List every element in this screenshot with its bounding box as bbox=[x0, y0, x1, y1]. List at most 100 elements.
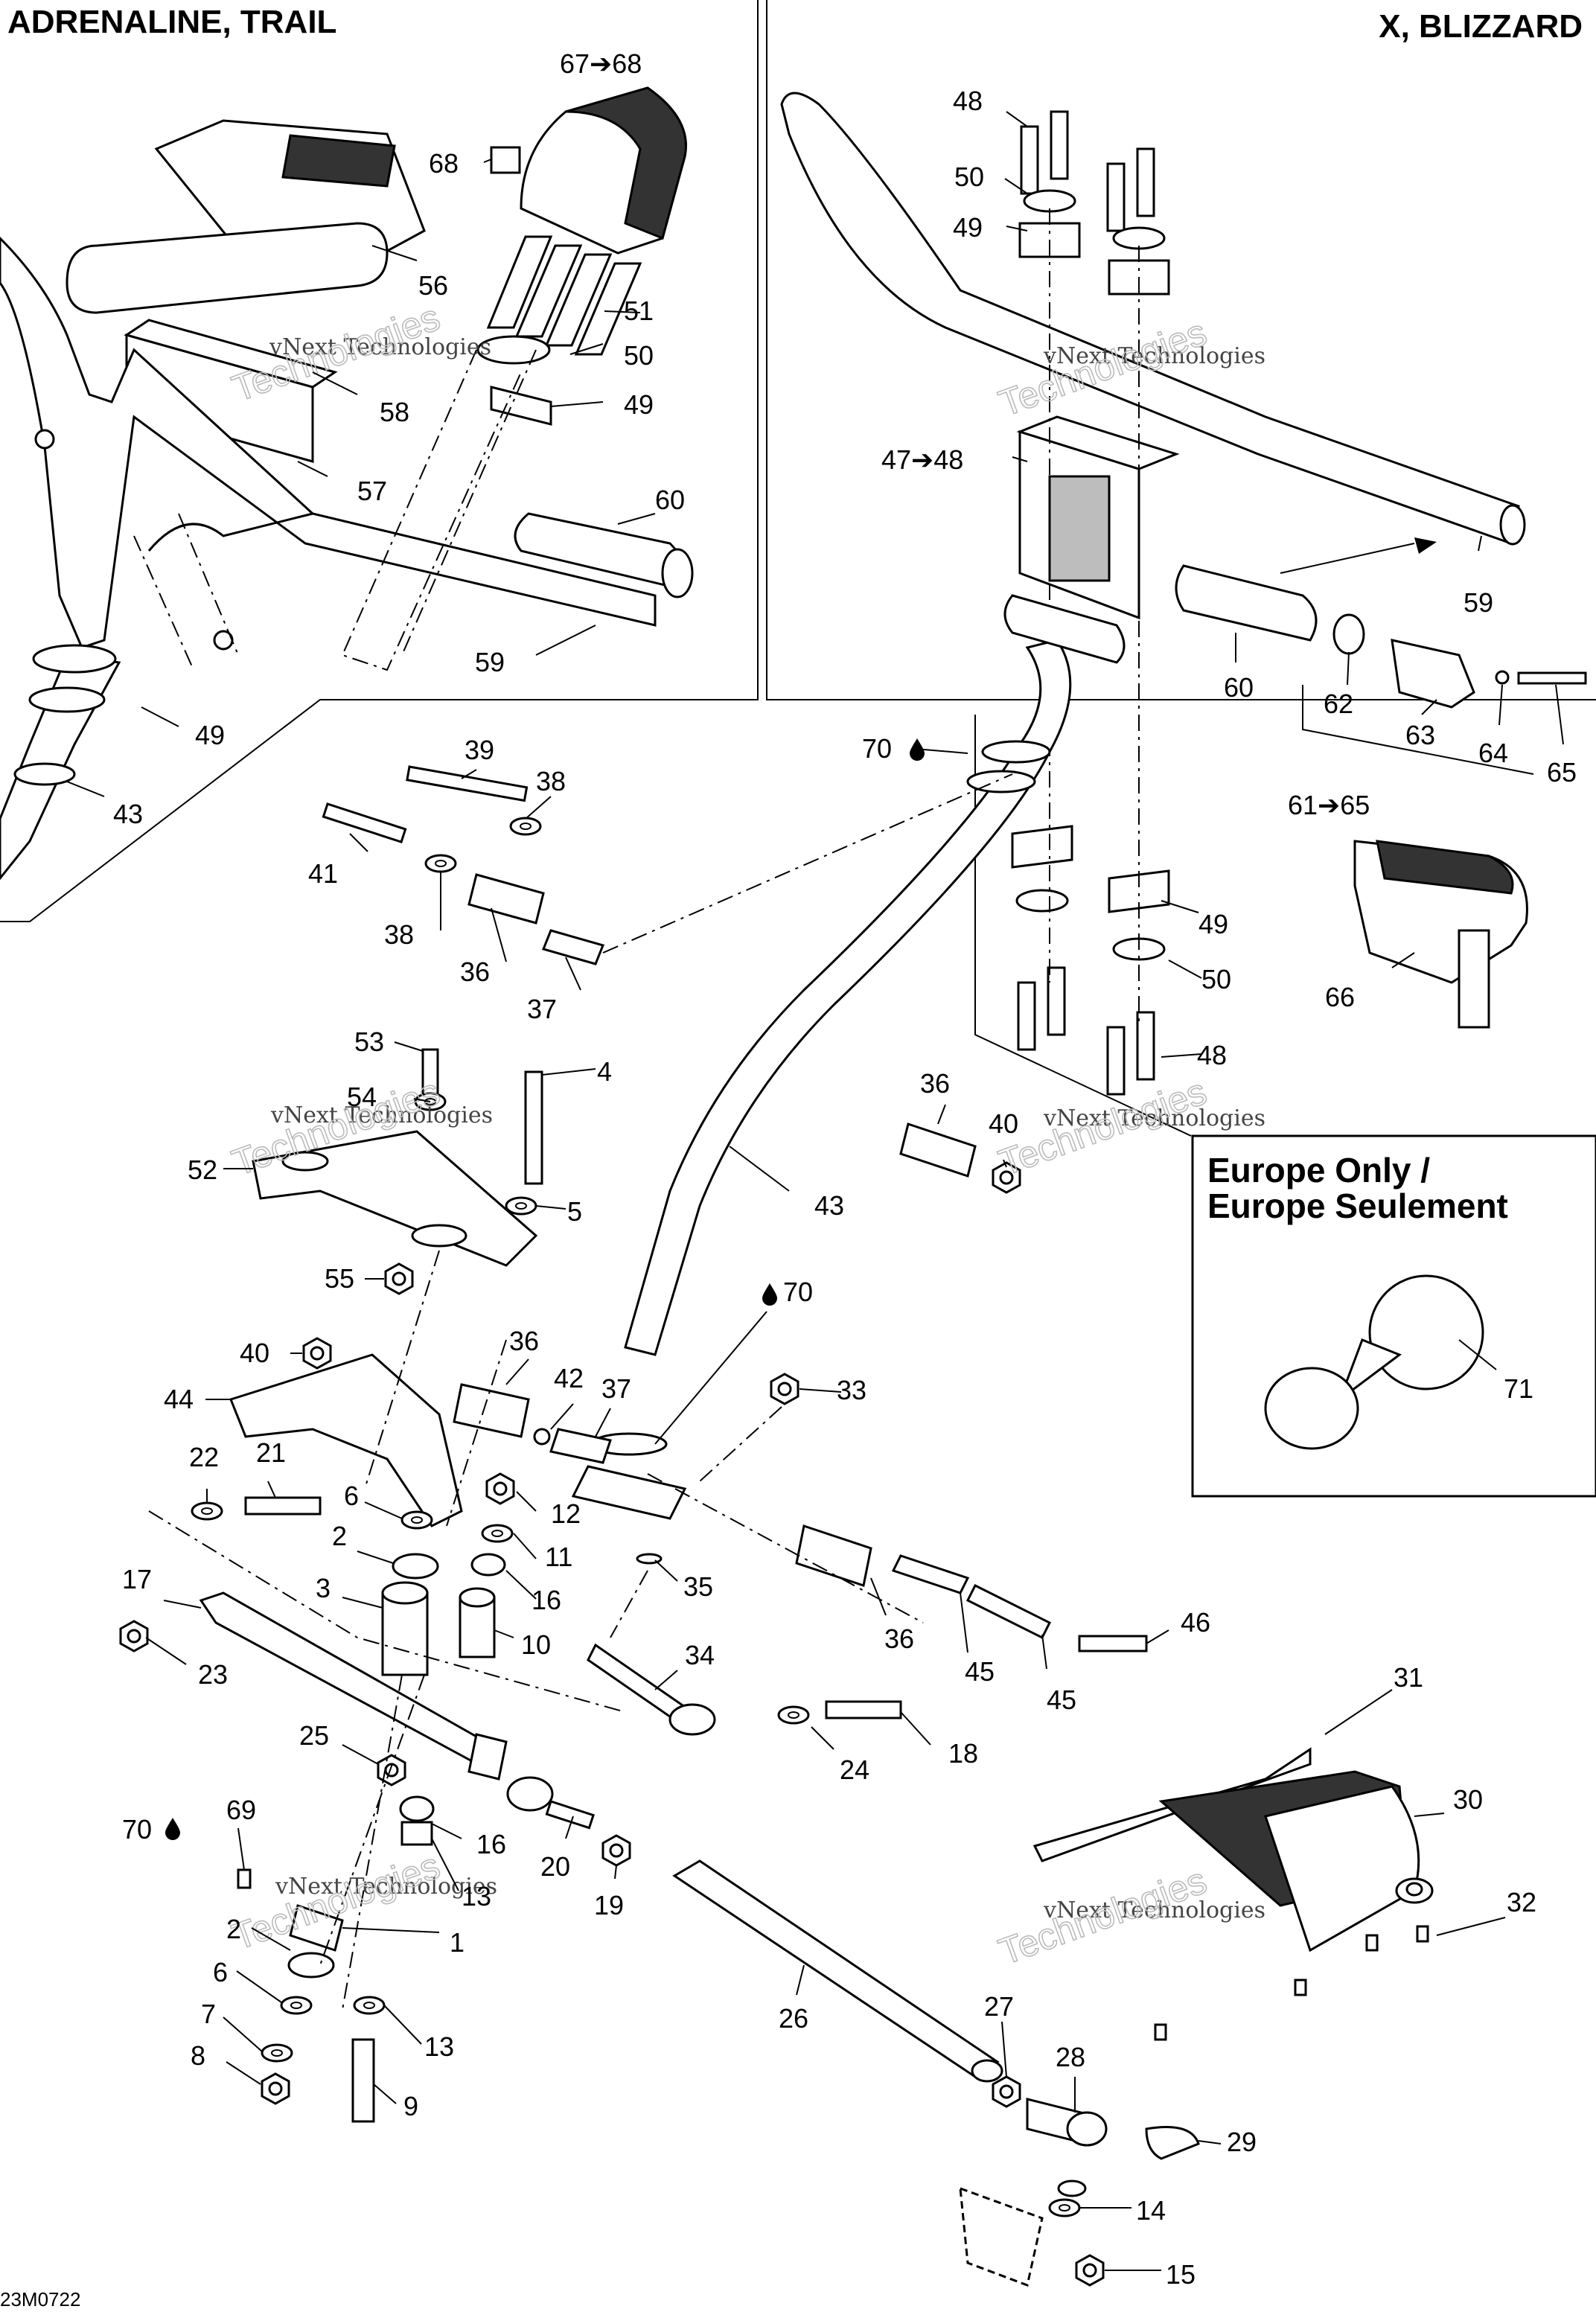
callout-33: 33 bbox=[837, 1375, 866, 1405]
europe-seulement-title: Europe Seulement bbox=[1207, 1187, 1508, 1225]
callout-47-48: 47➔48 bbox=[881, 444, 963, 475]
callout-60-right: 60 bbox=[1224, 672, 1254, 703]
callout-59-right: 59 bbox=[1463, 587, 1493, 618]
part-4-5-bolt bbox=[505, 1070, 543, 1216]
callout-48-top: 48 bbox=[953, 86, 983, 116]
part-59-handlebar-left bbox=[0, 236, 657, 651]
callout-62: 62 bbox=[1324, 689, 1353, 719]
part-53-54-55-fasteners bbox=[384, 1048, 447, 1295]
callout-70-mid: 70 bbox=[783, 1277, 813, 1307]
callout-14: 14 bbox=[1136, 2195, 1166, 2226]
callout-50: 50 bbox=[624, 340, 654, 371]
callout-38-top: 38 bbox=[536, 766, 566, 796]
callout-34: 34 bbox=[685, 1640, 715, 1670]
callout-11: 11 bbox=[545, 1542, 572, 1572]
part-69-70-fitting bbox=[237, 1868, 252, 1889]
callout-57: 57 bbox=[357, 476, 387, 506]
part-29-clip bbox=[1145, 2126, 1200, 2160]
europe-only-title: Europe Only / bbox=[1207, 1151, 1430, 1189]
callout-35: 35 bbox=[683, 1571, 713, 1602]
callout-55: 55 bbox=[325, 1263, 354, 1294]
part-66-hand-guard bbox=[1353, 840, 1528, 1029]
callout-16-lower: 16 bbox=[476, 1829, 506, 1859]
title-x-blizzard: X, BLIZZARD bbox=[1379, 8, 1583, 45]
part-36-37-bushings-top bbox=[467, 773, 1013, 965]
lubricant-drop-icon bbox=[165, 1818, 180, 1840]
callout-6-lower: 6 bbox=[213, 1957, 228, 1987]
right-variant-panel bbox=[766, 0, 1596, 700]
callout-6-upper: 6 bbox=[344, 1481, 359, 1511]
part-62-63-64-65-throttle-block bbox=[1332, 613, 1587, 709]
callout-26: 26 bbox=[779, 2003, 808, 2034]
watermark-text: vNext Technologies bbox=[269, 334, 491, 360]
callout-24: 24 bbox=[840, 1754, 869, 1785]
callout-37-mid: 37 bbox=[601, 1373, 631, 1404]
callout-58: 58 bbox=[380, 397, 409, 427]
callout-29: 29 bbox=[1227, 2127, 1257, 2157]
lubricant-drop-icon bbox=[762, 1283, 777, 1306]
callout-19: 19 bbox=[594, 1890, 624, 1920]
callout-51: 51 bbox=[624, 296, 654, 326]
part-68-clip bbox=[490, 146, 521, 174]
callout-48-bottom: 48 bbox=[1197, 1040, 1227, 1070]
callout-40-left: 40 bbox=[240, 1338, 269, 1368]
callout-27: 27 bbox=[984, 1991, 1014, 2022]
watermark-text: vNext Technologies bbox=[1043, 343, 1265, 369]
callout-13-lower: 13 bbox=[424, 2031, 454, 2062]
part-27-28-tie-rod-end bbox=[992, 2075, 1108, 2197]
leader-lines bbox=[66, 111, 1564, 2271]
part-49-50-clamps-bottom bbox=[1011, 825, 1170, 1096]
callout-38-bottom: 38 bbox=[384, 919, 414, 950]
callout-59: 59 bbox=[475, 647, 505, 677]
callout-49-top: 49 bbox=[953, 212, 983, 243]
part-31-30-32-boot bbox=[1032, 1747, 1434, 2041]
callout-36-right: 36 bbox=[920, 1068, 950, 1099]
part-12-11-16-10-spacer bbox=[459, 1472, 515, 1658]
part-26-tie-rod bbox=[672, 1859, 1003, 2083]
callout-41: 41 bbox=[308, 858, 338, 889]
part-33-nut bbox=[770, 1373, 799, 1405]
part-14-15-spindle-hardware bbox=[959, 2186, 1105, 2287]
callout-36-mid: 36 bbox=[509, 1326, 539, 1356]
callout-16-upper: 16 bbox=[532, 1585, 561, 1615]
lower-guides bbox=[148, 1250, 924, 2011]
callout-44: 44 bbox=[164, 1384, 194, 1414]
watermark-text: vNext Technologies bbox=[275, 1874, 497, 1900]
callout-22: 22 bbox=[189, 1442, 219, 1472]
part-43-steering-column bbox=[571, 594, 1126, 1520]
callout-49-bottom: 49 bbox=[1198, 909, 1228, 939]
callout-49: 49 bbox=[624, 389, 654, 420]
callout-32: 32 bbox=[1507, 1887, 1536, 1917]
part-1-2-6-7-8-pivot bbox=[261, 1904, 344, 2105]
part-60-grip-left bbox=[514, 512, 694, 598]
callout-45-b: 45 bbox=[1047, 1684, 1076, 1715]
callout-21: 21 bbox=[256, 1437, 286, 1468]
left-variant-panel bbox=[0, 0, 759, 922]
part-16-13-9-pivot-bolt bbox=[351, 1795, 435, 2123]
watermark-text: vNext Technologies bbox=[270, 1102, 493, 1128]
part-44-bracket bbox=[229, 1337, 463, 1527]
callout-50-bottom: 50 bbox=[1201, 964, 1231, 994]
callout-50-top: 50 bbox=[954, 162, 984, 192]
callout-52: 52 bbox=[188, 1155, 217, 1185]
callout-3: 3 bbox=[316, 1573, 331, 1603]
callout-46: 46 bbox=[1181, 1607, 1210, 1638]
callout-40-right: 40 bbox=[989, 1108, 1018, 1139]
callout-54: 54 bbox=[347, 1082, 377, 1112]
callout-36-lower: 36 bbox=[884, 1623, 914, 1654]
callout-49-lower: 49 bbox=[195, 720, 225, 750]
callout-1: 1 bbox=[450, 1927, 465, 1958]
watermark-text: vNext Technologies bbox=[1043, 1105, 1265, 1131]
part-60-grip-right bbox=[1175, 537, 1437, 642]
callout-7: 7 bbox=[201, 1999, 216, 2029]
part-6-2-3-spacer bbox=[381, 1510, 439, 1676]
part-67-cover bbox=[520, 86, 687, 255]
callout-labels: 67➔68 68 56 51 50 49 58 57 60 59 49 43 4… bbox=[113, 48, 1577, 2290]
part-36-45-46-linkage bbox=[795, 1524, 1148, 1652]
callout-23: 23 bbox=[198, 1659, 228, 1690]
callout-70-lower: 70 bbox=[122, 1814, 152, 1845]
callout-71: 71 bbox=[1504, 1373, 1533, 1404]
callout-60: 60 bbox=[655, 485, 685, 515]
callout-64: 64 bbox=[1478, 738, 1508, 768]
callout-56: 56 bbox=[418, 270, 448, 301]
